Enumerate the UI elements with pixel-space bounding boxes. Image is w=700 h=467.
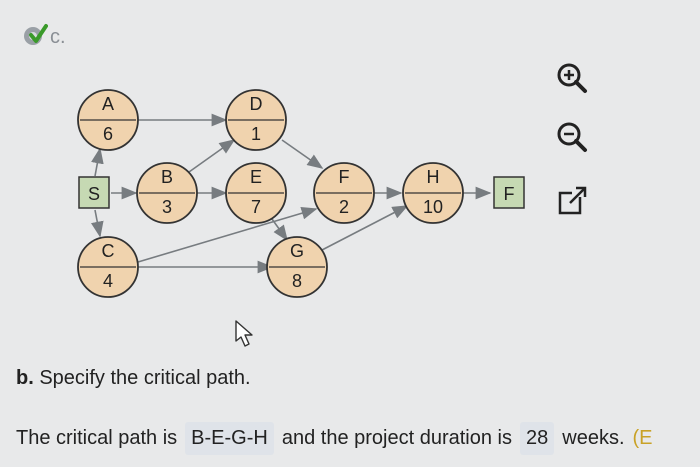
finish-node: F (493, 176, 525, 209)
node-h-name: H (427, 167, 440, 187)
zoom-out-icon (557, 122, 587, 152)
answer-suffix: weeks. (562, 426, 625, 449)
answer-middle: and the project duration is (281, 426, 512, 449)
option-label: c. (50, 26, 66, 48)
critical-path-answer[interactable]: B-E-G-H (185, 421, 274, 455)
mouse-cursor-icon (235, 320, 253, 347)
node-g: G 8 (266, 236, 328, 298)
edge-g-h (321, 205, 409, 251)
node-d-name: D (250, 94, 263, 114)
node-g-duration: 8 (292, 271, 302, 291)
node-d-duration: 1 (251, 124, 261, 144)
node-h: H 10 (402, 162, 464, 224)
edge-c-f (137, 206, 318, 263)
node-c-duration: 4 (103, 271, 113, 291)
node-a: A 6 (77, 89, 139, 151)
node-e: E 7 (225, 162, 287, 224)
node-e-name: E (250, 167, 262, 187)
node-h-duration: 10 (423, 197, 443, 217)
node-d: D 1 (225, 89, 287, 151)
node-c-name: C (102, 241, 115, 261)
answer-trailing-text: (E (632, 426, 653, 449)
start-node: S (78, 176, 110, 209)
node-b-name: B (161, 167, 173, 187)
node-f-duration: 2 (339, 197, 349, 217)
edge-s-c (90, 209, 104, 238)
node-g-name: G (290, 241, 304, 261)
finish-label: F (504, 184, 515, 204)
correct-check-icon (24, 24, 48, 45)
edge-d-f (281, 139, 324, 169)
answer-line: The critical path is B-E-G-H and the pro… (16, 420, 653, 456)
node-e-duration: 7 (251, 197, 261, 217)
question-part: b. (16, 367, 34, 389)
zoom-in-button[interactable] (552, 58, 592, 98)
node-b: B 3 (136, 162, 198, 224)
node-a-name: A (102, 94, 114, 114)
start-label: S (88, 184, 100, 204)
node-f-name: F (339, 167, 350, 187)
edge-b-d (188, 139, 236, 173)
external-link-icon (558, 186, 588, 215)
node-c: C 4 (77, 236, 139, 298)
question-text: b. Specify the critical path. (16, 367, 251, 390)
edge-e-g (271, 218, 288, 242)
edge-s-a (91, 147, 104, 177)
node-f: F 2 (313, 162, 375, 224)
zoom-in-icon (557, 63, 587, 93)
node-a-duration: 6 (103, 124, 113, 144)
zoom-out-button[interactable] (552, 117, 592, 157)
node-b-duration: 3 (162, 197, 172, 217)
question-prompt: Specify the critical path. (39, 367, 251, 389)
network-edges (90, 113, 492, 274)
popout-button[interactable] (552, 181, 592, 221)
duration-answer[interactable]: 28 (520, 421, 555, 455)
answer-prefix: The critical path is (16, 426, 178, 449)
